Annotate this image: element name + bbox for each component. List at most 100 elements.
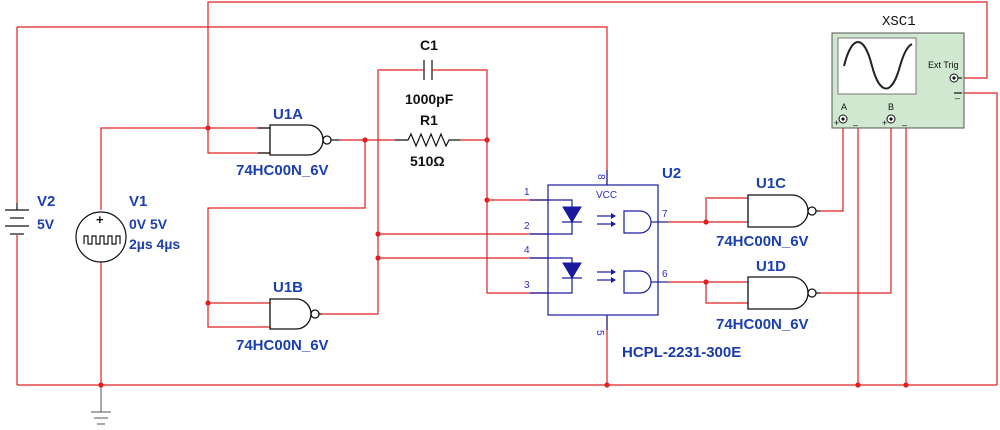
junction-dot — [362, 137, 368, 143]
channel-a-plus: + — [834, 118, 839, 128]
wire-pin7 — [668, 197, 748, 223]
wire-vcc-rail — [17, 26, 608, 185]
resistor-zigzag — [395, 132, 460, 148]
channel-b-plus: + — [882, 118, 887, 128]
led-icon — [562, 262, 582, 282]
sine-wave-icon — [843, 41, 913, 90]
junction-dot — [375, 231, 381, 237]
wire-pin6 — [668, 281, 748, 304]
v1-clock-source[interactable]: + V1 0V 5V 2µs 4µs — [75, 193, 180, 263]
v1-plus-sign: + — [96, 212, 104, 227]
u1b-part: 74HC00N_6V — [236, 337, 329, 354]
xsc1-ref: XSC1 — [882, 14, 916, 30]
u1c-ref: U1C — [756, 175, 786, 192]
light-arrow-icon — [597, 213, 616, 227]
junction-dot — [604, 382, 610, 388]
scope-screen — [837, 37, 917, 95]
wire-u1c-out — [820, 123, 844, 212]
u1a-part: 74HC00N_6V — [236, 162, 329, 179]
junction-dot — [903, 382, 909, 388]
wire-r1-right — [460, 139, 548, 201]
junction-dot — [703, 219, 709, 225]
output-gate-icon — [623, 270, 652, 294]
square-wave-icon — [83, 235, 121, 245]
u2-optocoupler[interactable]: 1 2 4 3 8 5 7 6 VCC — [524, 165, 741, 361]
u2-pin-4: 4 — [524, 245, 530, 256]
wire-u1d-out — [820, 123, 892, 294]
nand-body — [269, 298, 312, 330]
u1b-nand-gate[interactable]: U1B 74HC00N_6V — [236, 279, 329, 354]
channel-b-label: B — [888, 102, 894, 112]
nand-body — [747, 194, 809, 228]
r1-value: 510Ω — [410, 153, 445, 169]
c1-value: 1000pF — [405, 91, 454, 107]
junction-dot — [484, 137, 490, 143]
v1-timing: 2µs 4µs — [129, 236, 180, 252]
nand-bubble — [322, 135, 332, 145]
r1-resistor[interactable]: R1 510Ω — [395, 112, 460, 169]
u1a-nand-gate[interactable]: U1A 74HC00N_6V — [236, 106, 339, 179]
nand-bubble — [807, 288, 817, 298]
wire-v1-top — [100, 127, 270, 210]
c1-ref: C1 — [420, 37, 438, 53]
u1d-part: 74HC00N_6V — [716, 316, 809, 333]
ext-trig-label: Ext Trig — [928, 60, 959, 70]
junction-dot — [703, 279, 709, 285]
led-icon — [562, 206, 582, 226]
nand-bubble — [807, 206, 817, 216]
v1-levels: 0V 5V — [129, 216, 168, 232]
u2-pin-2: 2 — [524, 221, 530, 232]
nand-bubble — [310, 309, 320, 319]
u1c-part: 74HC00N_6V — [716, 233, 809, 250]
u1b-ref: U1B — [273, 279, 303, 296]
u2-body — [547, 184, 659, 316]
wire-to-pin3 — [486, 200, 548, 294]
ground-icon — [91, 411, 111, 425]
junction-dot — [98, 382, 104, 388]
junction-dot — [205, 300, 211, 306]
u1a-ref: U1A — [273, 106, 303, 123]
u2-pin-8: 8 — [595, 174, 606, 180]
u2-pin-1: 1 — [524, 187, 530, 198]
c1-capacitor[interactable]: C1 1000pF — [405, 37, 454, 107]
v1-body — [75, 211, 127, 263]
junction-dot — [484, 197, 490, 203]
channel-a-label: A — [841, 102, 847, 112]
u1d-nand-gate[interactable]: U1D 74HC00N_6V — [716, 258, 820, 333]
u2-pin-7: 7 — [662, 209, 668, 220]
u2-pin-5: 5 — [594, 330, 605, 336]
wire-u1b-out — [322, 69, 418, 315]
wire-u1b-in2 — [207, 303, 270, 328]
u2-part: HCPL-2231-300E — [622, 344, 741, 361]
v2-value: 5V — [37, 216, 55, 232]
light-arrow-icon — [597, 269, 616, 283]
u2-pin-6: 6 — [662, 269, 668, 280]
u2-ref: U2 — [662, 165, 681, 182]
ext-trig-minus: _ — [954, 89, 961, 99]
nand-body — [747, 276, 809, 310]
junctions — [98, 125, 909, 388]
v2-ref: V2 — [37, 193, 55, 210]
output-gate-icon — [623, 210, 652, 234]
junction-dot — [205, 125, 211, 131]
junction-dot — [375, 255, 381, 261]
u1c-nand-gate[interactable]: U1C 74HC00N_6V — [716, 175, 820, 250]
v1-ref: V1 — [129, 193, 147, 210]
channel-a-minus: _ — [852, 116, 859, 126]
r1-ref: R1 — [420, 112, 438, 128]
xsc1-oscilloscope[interactable]: XSC1 Ext Trig _ A B + _ + _ — [831, 14, 965, 129]
wire-c1-right — [438, 69, 488, 140]
u1d-ref: U1D — [756, 258, 786, 275]
junction-dot — [855, 382, 861, 388]
v2-battery[interactable]: V2 5V — [5, 193, 55, 235]
u2-pin-3: 3 — [524, 280, 530, 291]
nand-body — [269, 124, 324, 156]
u2-vcc-label: VCC — [596, 190, 617, 201]
wires — [16, 1, 998, 412]
wire-top-loop — [207, 1, 988, 128]
channel-b-minus: _ — [901, 116, 908, 126]
wire-ext-trig-ground — [962, 92, 998, 385]
wire-u1a-to-u1b — [207, 140, 366, 304]
wire-u1a-in2 — [207, 128, 270, 154]
